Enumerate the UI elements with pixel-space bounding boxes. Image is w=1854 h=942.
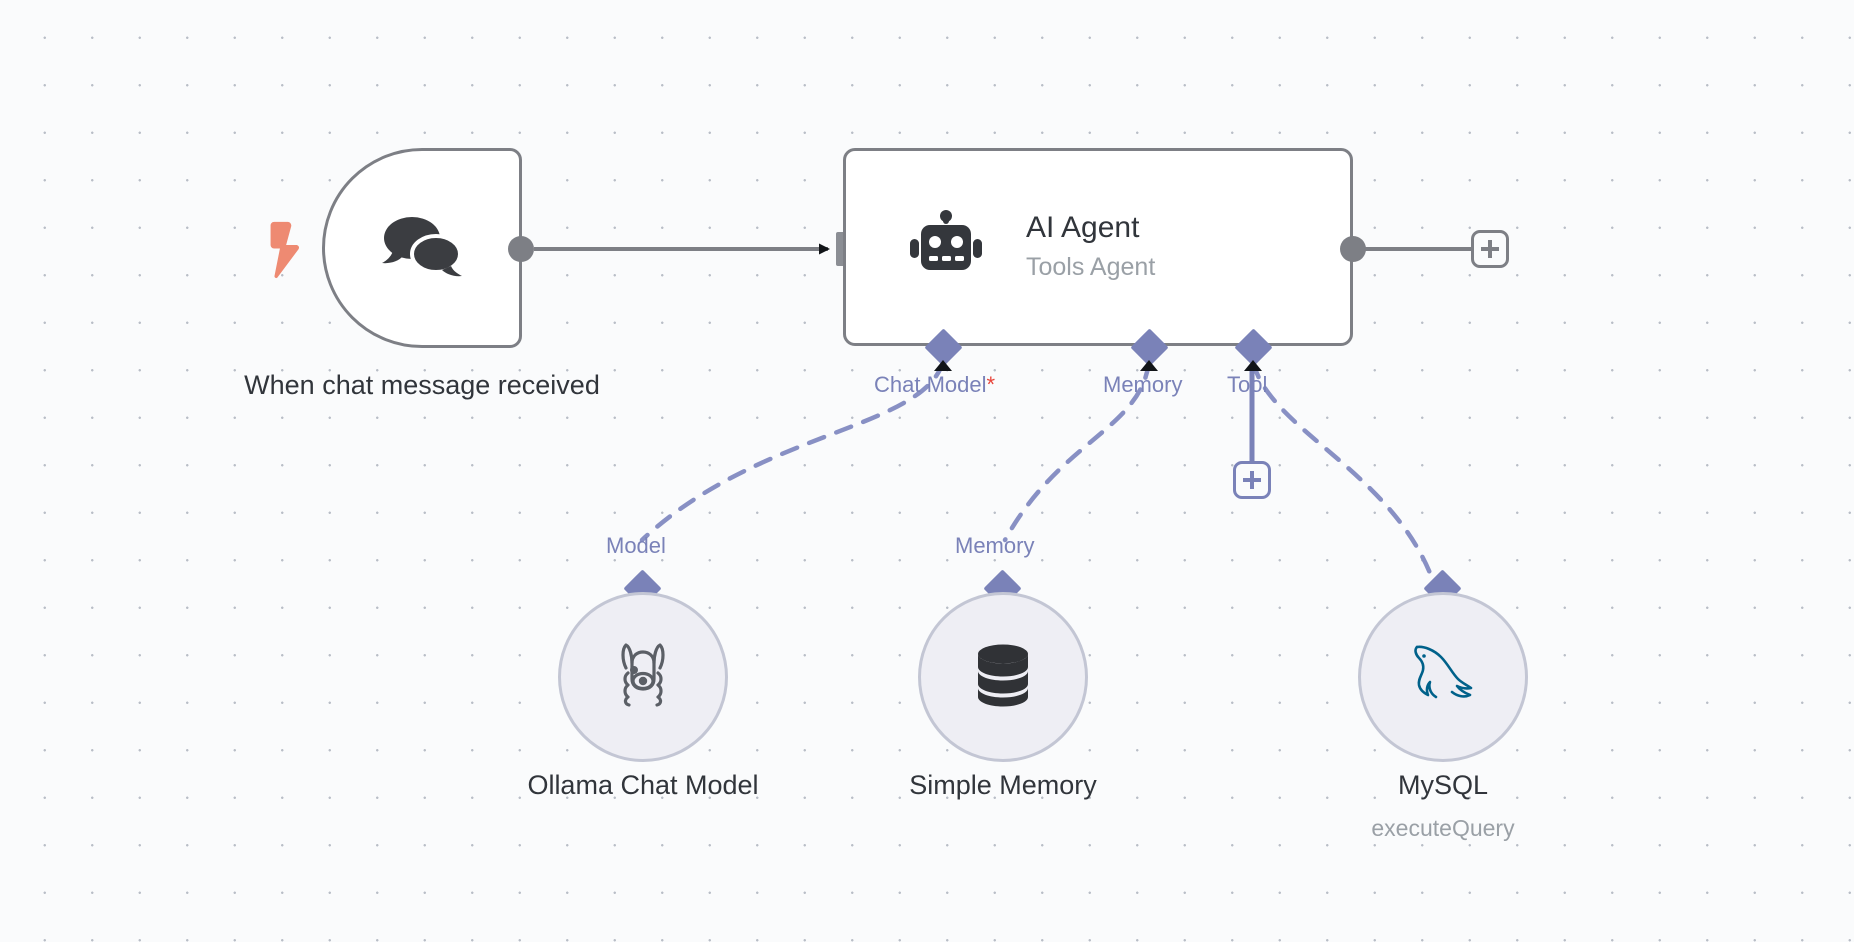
agent-title: AI Agent xyxy=(1026,211,1140,244)
node-when-chat-message-received[interactable] xyxy=(322,148,522,348)
database-icon xyxy=(974,643,1032,712)
tool-add-button[interactable] xyxy=(1233,461,1271,499)
chat-bubbles-icon xyxy=(379,211,465,286)
ollama-node-caption: Ollama Chat Model xyxy=(527,770,759,800)
lightning-bolt-icon xyxy=(262,220,308,280)
port-memory-label: Memory xyxy=(1103,372,1183,397)
port-tool-caret xyxy=(1244,360,1262,371)
node-ai-agent[interactable]: AI Agent Tools Agent xyxy=(843,148,1353,346)
trigger-output-endpoint[interactable] xyxy=(508,236,534,262)
node-mysql[interactable] xyxy=(1358,592,1528,762)
trigger-node-caption: When chat message received xyxy=(244,370,600,400)
port-chat-model-caret xyxy=(934,360,952,371)
port-chat-model-label: Chat Model* xyxy=(874,372,996,397)
mysql-node-caption: MySQL xyxy=(1397,770,1489,800)
port-tool-label: Tool xyxy=(1227,372,1268,397)
robot-icon xyxy=(908,209,984,285)
port-memory-caret xyxy=(1140,360,1158,371)
memory-node-caption: Simple Memory xyxy=(909,770,1097,800)
node-ollama-chat-model[interactable] xyxy=(558,592,728,762)
agent-subtitle: Tools Agent xyxy=(1026,253,1156,281)
mysql-node-subcaption: executeQuery xyxy=(1371,815,1515,841)
ollama-port-label: Model xyxy=(606,533,666,558)
agent-output-add-button[interactable] xyxy=(1471,230,1509,268)
memory-port-label: Memory xyxy=(955,533,1035,558)
llama-icon xyxy=(612,641,674,714)
node-simple-memory[interactable] xyxy=(918,592,1088,762)
mysql-dolphin-icon xyxy=(1408,641,1478,714)
port-chat-model-required-marker: * xyxy=(986,372,996,397)
agent-output-endpoint[interactable] xyxy=(1340,236,1366,262)
edge-tool-to-mysql xyxy=(1250,359,1435,581)
